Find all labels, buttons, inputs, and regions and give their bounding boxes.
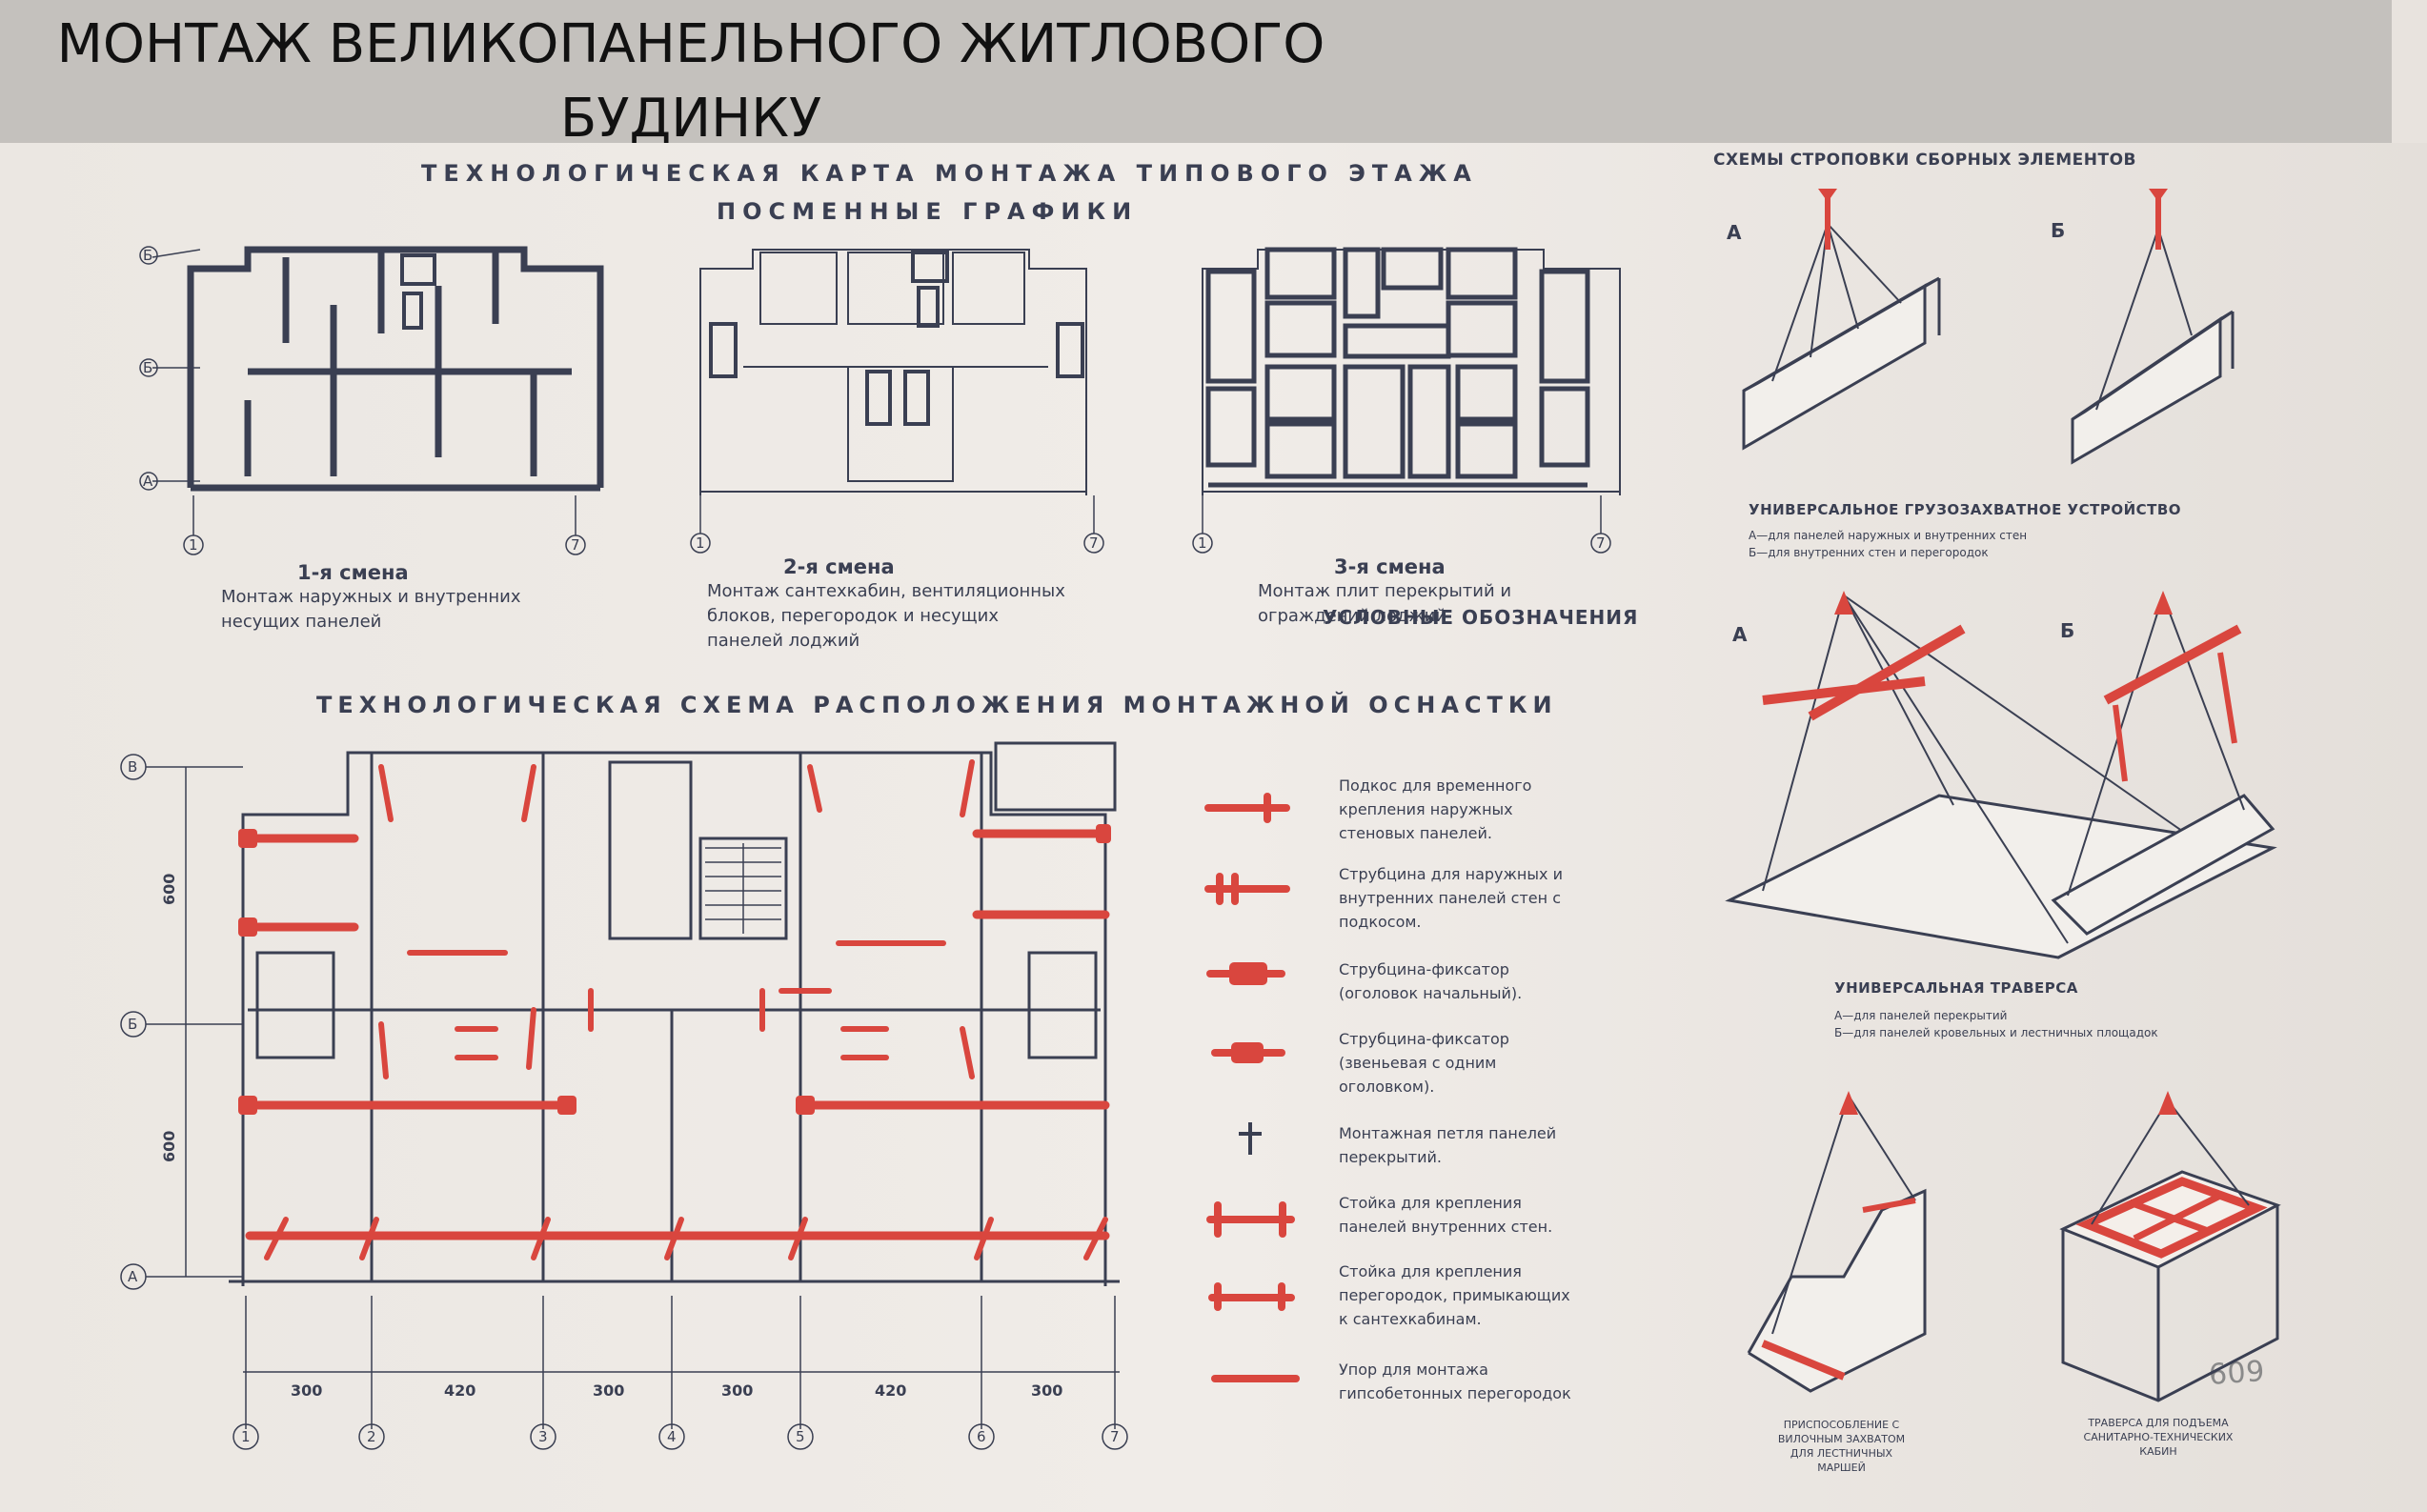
rigging-device-b	[2071, 189, 2235, 465]
small-plan-axis-labels: Б Б А 1 7 1 7 1 7	[143, 247, 1606, 554]
legend-loop-icon	[1239, 1122, 1262, 1155]
sp2-last: 7	[1089, 534, 1099, 552]
banner-title: МОНТАЖ ВЕЛИКОПАНЕЛЬНОГО ЖИТЛОВОГО БУДИНК…	[0, 8, 1382, 156]
title-banner: МОНТАЖ ВЕЛИКОПАНЕЛЬНОГО ЖИТЛОВОГО БУДИНК…	[0, 0, 2392, 150]
sp1-last: 7	[571, 536, 580, 554]
legend-item-2: Струбцина для наружных и внутренних пане…	[1339, 865, 1563, 931]
traverse-a: А—для панелей перекрытий	[1834, 1009, 2008, 1022]
stair-caption: ПРИСПОСОБЛЕНИЕ С ВИЛОЧНЫМ ЗАХВАТОМ ДЛЯ Л…	[1777, 1419, 1906, 1474]
label-a-2: А	[1732, 623, 1748, 646]
traverse-b: Б—для панелей кровельных и лестничных пл…	[1834, 1026, 2158, 1039]
axis-col-7: 7	[1110, 1428, 1120, 1445]
label-a-1: А	[1727, 221, 1742, 244]
axis-row-a: А	[128, 1268, 138, 1285]
cabin-caption: ТРАВЕРСА ДЛЯ ПОДЪЕМА САНИТАРНО-ТЕХНИЧЕСК…	[2083, 1417, 2234, 1458]
shift-3-caption: 3-я смена Монтаж плит перекрытий и ограж…	[1258, 554, 1544, 629]
legend-item-3: Струбцина-фиксатор (оголовок начальный).	[1339, 960, 1523, 1002]
shift-3-title: 3-я смена	[1334, 555, 1446, 578]
plan-shift-1	[187, 246, 604, 492]
label-b-1: Б	[2051, 219, 2066, 242]
plan-shift-3	[1202, 247, 1621, 495]
axis-row-b: Б	[128, 1016, 137, 1033]
dim-4: 300	[721, 1381, 753, 1400]
legend-item-1: Подкос для временного крепления наружных…	[1339, 776, 1532, 842]
sp1-first: 1	[189, 536, 198, 554]
legend-item-7: Стойка для крепления перегородок, примык…	[1339, 1262, 1570, 1328]
shift-3-desc: Монтаж плит перекрытий и ограждений лодж…	[1258, 581, 1512, 626]
sp-row-b2: Б	[143, 359, 152, 376]
axis-col-3: 3	[538, 1428, 548, 1445]
legend-item-6: Стойка для крепления панелей внутренних …	[1339, 1194, 1553, 1236]
legend-item-4: Струбцина-фиксатор (звеньевая с одним ог…	[1339, 1030, 1509, 1096]
legend-symbol-fills	[1229, 962, 1267, 1063]
sp-row-b: Б	[143, 247, 152, 264]
map-title: ТЕХНОЛОГИЧЕСКАЯ КАРТА МОНТАЖА ТИПОВОГО Э…	[421, 160, 1478, 187]
shift-2-caption: 2-я смена Монтаж сантехкабин, вентиляцио…	[707, 554, 1069, 654]
axis-row-v: В	[128, 758, 137, 776]
axis-col-6: 6	[977, 1428, 986, 1445]
stair-fixture	[1747, 1091, 1927, 1393]
shift-1-desc: Монтаж наружных и внутренних несущих пан…	[221, 587, 521, 632]
legend-title: УСЛОВНЫЕ ОБОЗНАЧЕНИЯ	[1323, 606, 1639, 629]
rigging-title: СХЕМЫ СТРОПОВКИ СБОРНЫХ ЭЛЕМЕНТОВ	[1713, 151, 2136, 170]
traverse-a	[1725, 591, 2277, 959]
axis-col-5: 5	[796, 1428, 805, 1445]
legend-item-8: Упор для монтажа гипсобетонных перегород…	[1339, 1361, 1571, 1402]
device-b: Б—для внутренних стен и перегородок	[1749, 546, 1989, 559]
shift-1-caption: 1-я смена Монтаж наружных и внутренних н…	[221, 560, 545, 635]
dim-side-2: 600	[160, 1131, 178, 1162]
device-title: УНИВЕРСАЛЬНОЕ ГРУЗОЗАХВАТНОЕ УСТРОЙСТВО	[1749, 501, 2182, 518]
sp3-last: 7	[1596, 534, 1606, 552]
label-b-2: Б	[2060, 619, 2075, 642]
dim-5: 420	[875, 1381, 906, 1400]
main-plan: 300 420 300 300 420 300 600 600 В Б А 1 …	[120, 741, 1128, 1450]
legend-item-5: Монтажная петля панелей перекрытий.	[1339, 1124, 1557, 1166]
dim-3: 300	[593, 1381, 624, 1400]
axis-col-1: 1	[241, 1428, 251, 1445]
banner-title-line1: МОНТАЖ ВЕЛИКОПАНЕЛЬНОГО ЖИТЛОВОГО	[56, 13, 1325, 75]
sp3-first: 1	[1198, 534, 1207, 552]
shift-1-title: 1-я смена	[297, 561, 409, 584]
axis-col-2: 2	[367, 1428, 376, 1445]
rigging-device-a	[1742, 189, 1941, 451]
dim-1: 300	[291, 1381, 322, 1400]
legend-symbols	[1204, 793, 1300, 1382]
dim-6: 300	[1031, 1381, 1062, 1400]
device-a: А—для панелей наружных и внутренних стен	[1749, 529, 2028, 542]
shift-2-title: 2-я смена	[783, 555, 895, 578]
traverse-b	[2051, 591, 2275, 936]
banner-title-line2: БУДИНКУ	[559, 88, 822, 150]
axis-col-4: 4	[667, 1428, 677, 1445]
schedule-title: ПОСМЕННЫЕ ГРАФИКИ	[717, 198, 1139, 225]
dim-2: 420	[444, 1381, 475, 1400]
sp2-first: 1	[696, 534, 705, 552]
cabin-traverse	[2059, 1091, 2281, 1402]
sp-row-a: А	[143, 473, 153, 490]
shift-2-desc: Монтаж сантехкабин, вентиляционных блоко…	[707, 581, 1065, 651]
plan-shift-2	[699, 249, 1087, 495]
small-plan-axes	[139, 246, 1611, 555]
dim-side-1: 600	[160, 874, 178, 905]
scheme-title: ТЕХНОЛОГИЧЕСКАЯ СХЕМА РАСПОЛОЖЕНИЯ МОНТА…	[316, 692, 1558, 718]
traverse-title: УНИВЕРСАЛЬНАЯ ТРАВЕРСА	[1834, 979, 2078, 997]
